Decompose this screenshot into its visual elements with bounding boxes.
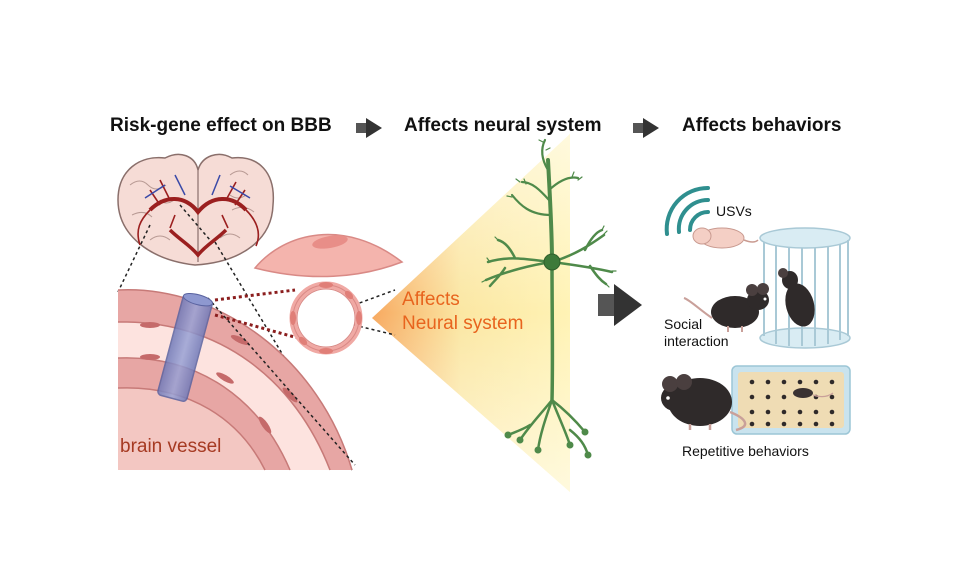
header-arrow-1	[356, 118, 382, 138]
arrow-to-behaviors	[598, 284, 642, 326]
probe-tube	[157, 293, 213, 402]
affects-label-line2: Neural system	[402, 313, 524, 334]
affects-label-line1: Affects	[402, 289, 460, 310]
social-label: Social interaction	[664, 316, 729, 350]
header-behaviors: Affects behaviors	[682, 115, 842, 136]
mouse-icon	[683, 283, 769, 332]
affects-label: Affects Neural system	[402, 288, 523, 336]
neuron-icon	[481, 138, 617, 459]
marble-box-icon	[731, 365, 851, 435]
usvs-label: USVs	[716, 203, 752, 219]
header-neural: Affects neural system	[404, 115, 602, 136]
brain-icon	[117, 153, 275, 266]
social-label-line1: Social	[664, 316, 703, 332]
social-label-line2: interaction	[664, 333, 729, 349]
caged-mouse-icon	[778, 268, 815, 327]
mouse-pup-icon	[692, 227, 759, 249]
vessel-cross-section-icon	[289, 281, 363, 355]
repetitive-mouse-icon	[661, 374, 747, 432]
header-arrow-2	[633, 118, 659, 138]
sound-wave-icon	[664, 185, 710, 236]
endothelial-cell-icon	[253, 233, 404, 278]
header-bbb: Risk-gene effect on BBB	[110, 115, 332, 136]
vessel-label: brain vessel	[120, 436, 222, 457]
repetitive-label: Repetitive behaviors	[682, 443, 809, 459]
